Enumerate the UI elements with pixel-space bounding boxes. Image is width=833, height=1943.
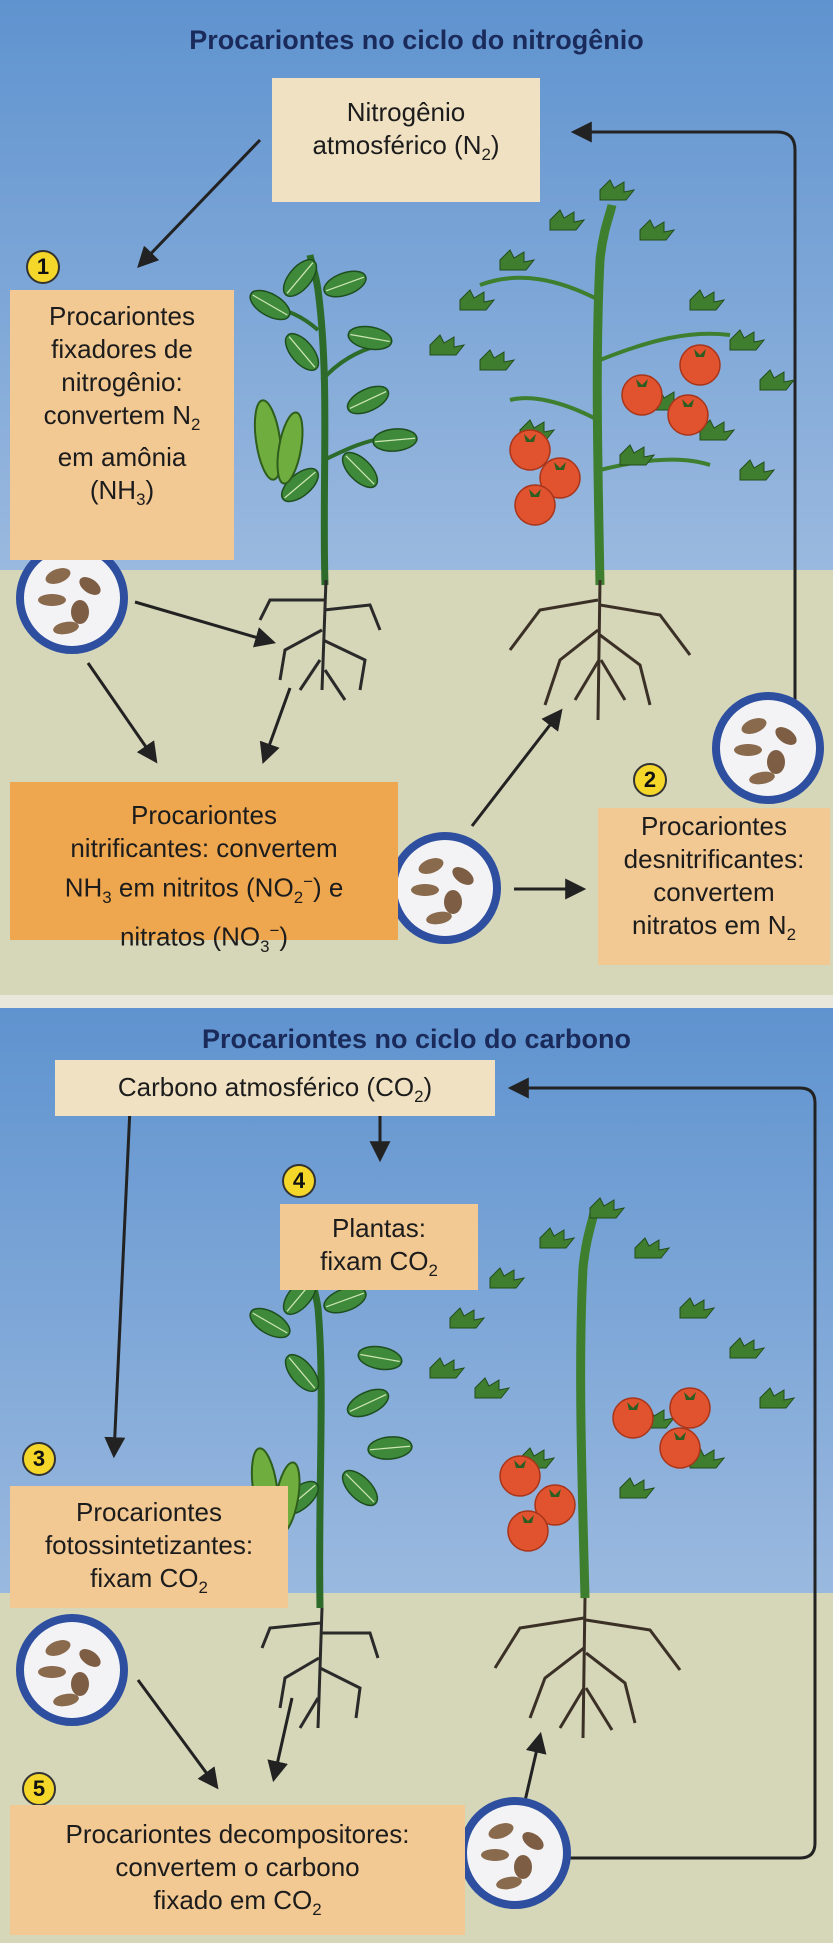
atmospheric-carbon-box: Carbono atmosférico (CO2) — [55, 1060, 495, 1116]
label: nitrogênio: — [61, 367, 183, 397]
label: em amônia — [57, 442, 187, 473]
photosynthesizers-box: Procariontes fotossintetizantes: fixam C… — [10, 1486, 288, 1608]
label: convertem N2 — [43, 400, 201, 435]
label: Carbono atmosférico (CO2) — [117, 1072, 433, 1107]
nitrogen-cycle-panel: Procariontes no ciclo do nitrogênio Nitr… — [0, 0, 833, 995]
arrow-icon — [570, 121, 797, 755]
tomato-plant-icon — [429, 1197, 795, 1599]
panel-title: Procariontes no ciclo do carbono — [201, 1024, 632, 1054]
roots-icon — [258, 579, 382, 701]
label: desnitrificantes: — [623, 844, 805, 874]
step-badge-2: 2 — [633, 763, 667, 797]
arrow-icon — [104, 1107, 132, 1459]
microbe-circle-icon — [463, 1801, 567, 1905]
denitrifiers-box: Procariontes desnitrificantes: convertem… — [598, 808, 830, 965]
panel-title: Procariontes no ciclo do nitrogênio — [189, 25, 644, 55]
step-badge-3: 3 — [22, 1442, 56, 1476]
microbe-circle-icon — [716, 696, 820, 800]
label: fixam CO2 — [90, 1563, 208, 1598]
arrow-icon — [470, 1077, 817, 1860]
label: Procariontes — [49, 301, 195, 331]
label: fotossintetizantes: — [44, 1530, 254, 1560]
microbe-circle-icon — [20, 1618, 124, 1722]
label: atmosférico (N2) — [312, 130, 500, 165]
label: fixadores de — [51, 334, 193, 364]
label: NH3 em nitritos (NO2−) e — [64, 872, 344, 907]
label: fixado em CO2 — [153, 1885, 322, 1920]
arrow-icon — [86, 662, 158, 764]
label: nitratos (NO3−) — [119, 920, 289, 956]
label: nitrificantes: convertem — [70, 833, 338, 863]
step-badge-5: 5 — [22, 1772, 56, 1806]
roots-icon — [260, 1607, 380, 1729]
roots-icon — [493, 1597, 682, 1739]
plants-box: Plantas: fixam CO2 — [280, 1204, 478, 1290]
arrow-icon — [136, 1679, 219, 1790]
label: fixam CO2 — [320, 1246, 438, 1281]
microbe-circle-icon — [20, 546, 124, 650]
atmospheric-nitrogen-box: Nitrogênio atmosférico (N2) — [272, 78, 540, 202]
label: (NH3) — [89, 475, 155, 510]
arrow-icon — [134, 600, 277, 648]
label: Plantas: — [332, 1213, 426, 1243]
label: Procariontes — [76, 1497, 222, 1527]
label: Nitrogênio — [346, 97, 466, 127]
bean-plant-icon — [244, 253, 419, 586]
nitrifiers-box: Procariontes nitrificantes: convertem NH… — [10, 782, 398, 956]
arrow-icon — [523, 1731, 547, 1802]
tomato-plant-icon — [429, 179, 795, 586]
label: nitratos em N2 — [631, 910, 796, 945]
arrow-icon — [137, 138, 262, 269]
arrow-icon — [267, 1697, 294, 1783]
label: Procariontes decompositores: — [65, 1819, 410, 1849]
microbe-circle-icon — [393, 836, 497, 940]
carbon-illustration — [0, 1077, 817, 1943]
nitrogen-fixers-box: Procariontes fixadores de nitrogênio: co… — [10, 290, 234, 560]
step-badge-1: 1 — [26, 250, 60, 284]
step-badge-4: 4 — [282, 1164, 316, 1198]
nitrogen-illustration — [0, 121, 833, 995]
arrow-icon — [470, 708, 563, 827]
arrow-icon — [259, 687, 292, 764]
label: Procariontes — [131, 800, 277, 830]
roots-icon — [508, 579, 692, 721]
label: convertem o carbono — [115, 1852, 360, 1882]
label: convertem — [653, 877, 775, 907]
label: Procariontes — [641, 811, 787, 841]
carbon-cycle-panel: Procariontes no ciclo do carbono Carbono… — [0, 1008, 833, 1943]
decomposers-box: Procariontes decompositores: convertem o… — [10, 1805, 465, 1935]
